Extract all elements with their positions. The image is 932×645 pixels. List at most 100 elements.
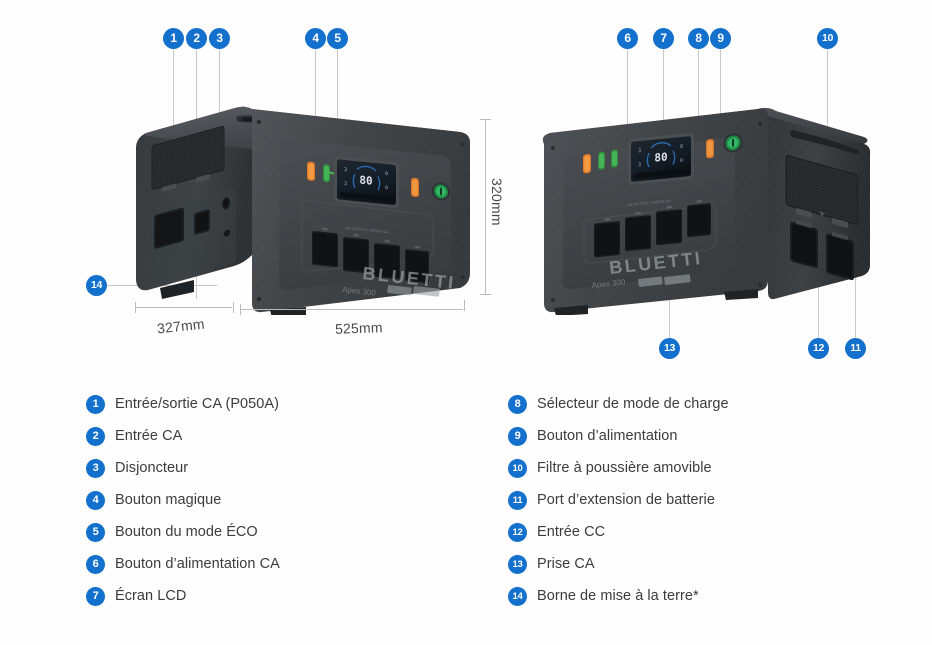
legend-item-2[interactable]: 2 Entrée CA: [86, 420, 486, 452]
legend: 1 Entrée/sortie CA (P050A) 2 Entrée CA 3…: [0, 388, 932, 638]
legend-item-8[interactable]: 8 Sélecteur de mode de charge: [508, 388, 908, 420]
svg-text:0: 0: [680, 158, 683, 164]
dim-tick-height-top: [480, 119, 491, 120]
leader-line-9: [720, 49, 721, 165]
leader-line-5: [337, 49, 338, 149]
svg-text:Apex 300: Apex 300: [591, 277, 626, 290]
legend-badge-12: 12: [508, 522, 527, 542]
legend-item-4[interactable]: 4 Bouton magique: [86, 484, 486, 516]
product-unit-left: 80 3 3 0 0 AC OUTPUT / SORTIE CA 16A: [130, 100, 500, 315]
dim-line-depth: [136, 307, 232, 308]
dim-line-height: [485, 120, 486, 294]
svg-text:16A: 16A: [604, 217, 611, 222]
svg-text:3: 3: [344, 167, 347, 173]
svg-text:16A: 16A: [666, 205, 673, 210]
callout-badge-14[interactable]: 14: [86, 275, 107, 296]
dim-tick-height-bottom: [480, 294, 491, 295]
callout-badge-12[interactable]: 12: [808, 338, 829, 359]
leader-line-6: [627, 49, 628, 157]
svg-text:16A: 16A: [322, 227, 329, 232]
callout-badge-2[interactable]: 2: [186, 28, 207, 49]
legend-label-7: Écran LCD: [115, 588, 187, 604]
dim-line-width: [241, 309, 463, 310]
legend-label-5: Bouton du mode ÉCO: [115, 524, 258, 540]
leader-line-12: [818, 268, 819, 338]
leader-line-10: [827, 49, 828, 199]
legend-label-4: Bouton magique: [115, 492, 222, 508]
svg-text:80: 80: [654, 150, 667, 164]
legend-item-9[interactable]: 9 Bouton d’alimentation: [508, 420, 908, 452]
dim-label-width: 525mm: [334, 319, 383, 337]
svg-text:16A: 16A: [384, 239, 391, 244]
legend-column-right: 8 Sélecteur de mode de charge 9 Bouton d…: [508, 388, 908, 612]
legend-badge-14: 14: [508, 586, 527, 606]
svg-text:0: 0: [385, 171, 388, 177]
legend-label-9: Bouton d’alimentation: [537, 428, 678, 444]
legend-label-8: Sélecteur de mode de charge: [537, 396, 729, 412]
legend-item-12[interactable]: 12 Entrée CC: [508, 516, 908, 548]
leader-line-4: [315, 49, 316, 157]
svg-text:3: 3: [344, 181, 347, 187]
legend-label-14: Borne de mise à la terre*: [537, 588, 699, 604]
leader-line-11: [855, 268, 856, 338]
legend-item-1[interactable]: 1 Entrée/sortie CA (P050A): [86, 388, 486, 420]
legend-badge-11: 11: [508, 490, 527, 510]
svg-text:Apex 300: Apex 300: [342, 285, 377, 298]
callout-badge-10[interactable]: 10: [817, 28, 838, 49]
legend-badge-6: 6: [86, 554, 105, 574]
legend-item-11[interactable]: 11 Port d’extension de batterie: [508, 484, 908, 516]
callout-badge-11[interactable]: 11: [845, 338, 866, 359]
product-unit-right: 80 3 3 0 0 AC OUTPUT / SORTIE CA 16A: [528, 100, 888, 315]
callout-badge-8[interactable]: 8: [688, 28, 709, 49]
leader-line-8: [698, 49, 699, 162]
legend-badge-10: 10: [508, 458, 527, 478]
svg-text:16A: 16A: [696, 199, 703, 204]
legend-badge-2: 2: [86, 426, 105, 446]
svg-text:AC OUTPUT / SORTIE CA: AC OUTPUT / SORTIE CA: [628, 199, 671, 207]
callout-badge-5[interactable]: 5: [327, 28, 348, 49]
dim-tick-depth-start: [135, 302, 136, 313]
legend-badge-4: 4: [86, 490, 105, 510]
callout-badge-9[interactable]: 9: [710, 28, 731, 49]
legend-label-11: Port d’extension de batterie: [537, 492, 715, 508]
svg-text:3: 3: [638, 148, 641, 154]
svg-text:AC OUTPUT / SORTIE CA: AC OUTPUT / SORTIE CA: [346, 226, 389, 234]
legend-item-10[interactable]: 10 Filtre à poussière amovible: [508, 452, 908, 484]
callout-badge-6[interactable]: 6: [617, 28, 638, 49]
legend-item-14[interactable]: 14 Borne de mise à la terre*: [508, 580, 908, 612]
leader-line-7: [663, 49, 664, 157]
legend-item-6[interactable]: 6 Bouton d’alimentation CA: [86, 548, 486, 580]
callout-badge-3[interactable]: 3: [209, 28, 230, 49]
svg-text:0: 0: [680, 144, 683, 150]
legend-badge-13: 13: [508, 554, 527, 574]
legend-badge-3: 3: [86, 458, 105, 478]
svg-text:0: 0: [385, 185, 388, 191]
legend-item-7[interactable]: 7 Écran LCD: [86, 580, 486, 612]
legend-badge-8: 8: [508, 394, 527, 414]
legend-item-13[interactable]: 13 Prise CA: [508, 548, 908, 580]
callout-badge-13[interactable]: 13: [659, 338, 680, 359]
dim-tick-width-start: [240, 304, 241, 315]
legend-label-2: Entrée CA: [115, 428, 183, 444]
legend-item-3[interactable]: 3 Disjoncteur: [86, 452, 486, 484]
legend-item-5[interactable]: 5 Bouton du mode ÉCO: [86, 516, 486, 548]
dim-tick-width-end: [464, 300, 465, 311]
legend-column-left: 1 Entrée/sortie CA (P050A) 2 Entrée CA 3…: [86, 388, 486, 612]
legend-label-3: Disjoncteur: [115, 460, 189, 476]
legend-label-12: Entrée CC: [537, 524, 606, 540]
svg-text:16A: 16A: [635, 211, 642, 216]
svg-text:16A: 16A: [414, 245, 421, 250]
legend-badge-1: 1: [86, 394, 105, 414]
callout-badge-4[interactable]: 4: [305, 28, 326, 49]
dim-label-depth: 327mm: [156, 315, 206, 337]
dim-tick-depth-end: [233, 302, 234, 313]
dim-label-height: 320mm: [489, 178, 505, 226]
legend-label-1: Entrée/sortie CA (P050A): [115, 396, 279, 412]
callout-badge-1[interactable]: 1: [163, 28, 184, 49]
legend-label-13: Prise CA: [537, 556, 595, 572]
callout-badge-7[interactable]: 7: [653, 28, 674, 49]
svg-text:80: 80: [359, 174, 372, 188]
legend-badge-9: 9: [508, 426, 527, 446]
legend-badge-5: 5: [86, 522, 105, 542]
